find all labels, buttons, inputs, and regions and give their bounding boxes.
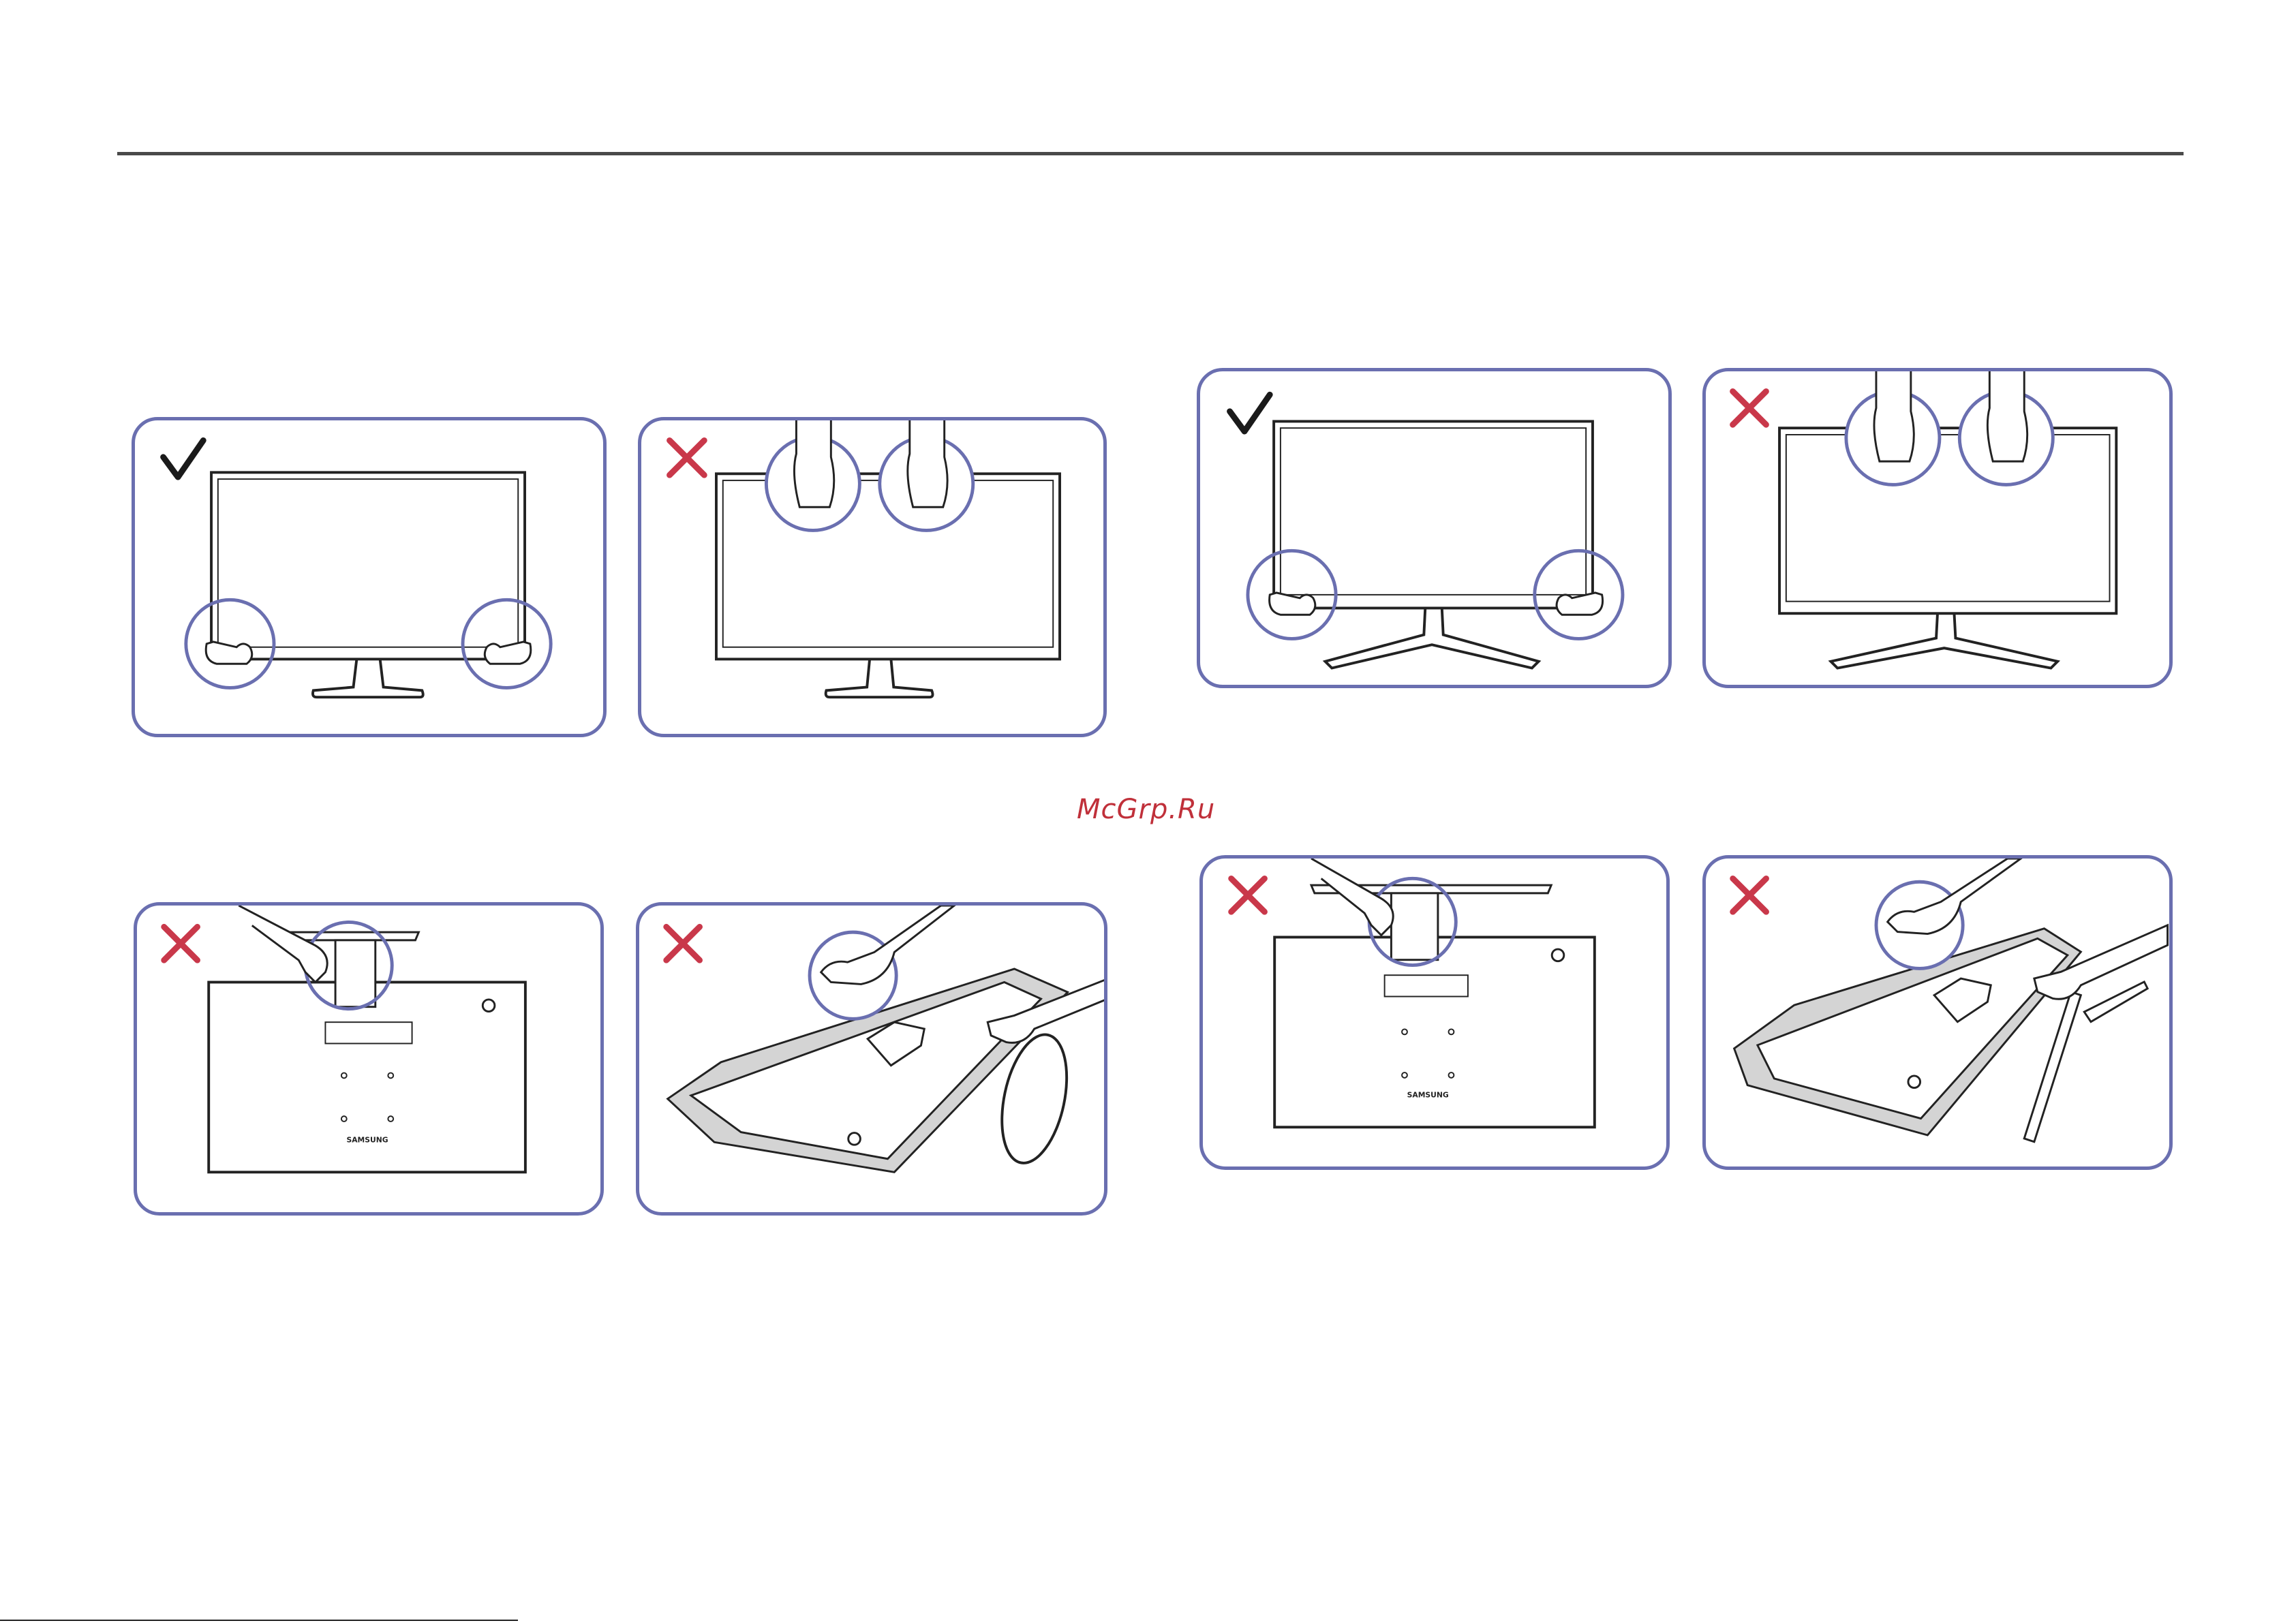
panel-wrong-neck-hold: SAMSUNG: [134, 902, 604, 1216]
check-icon: [164, 440, 204, 477]
highlight-circle: [463, 600, 551, 687]
panel-wrong-legs-hold: [1702, 855, 2173, 1170]
hand-icon: [1270, 593, 1315, 615]
hand-icon: [485, 642, 531, 664]
stand-leg: [2084, 982, 2147, 1022]
stand-neck: [335, 940, 376, 1007]
watermark-text: McGrp.Ru: [1077, 794, 1227, 825]
hand-icon: [1557, 593, 1603, 615]
panel-correct-front-hold-2: [1197, 368, 1672, 688]
panel-wrong-neck-hold-2: SAMSUNG: [1199, 855, 1670, 1170]
cross-icon: [1733, 391, 1766, 424]
check-icon: [1230, 395, 1270, 431]
hand-icon: [239, 906, 327, 983]
hand-icon: [1874, 371, 1914, 461]
hand-icon: [1311, 859, 1393, 936]
monitor-stand: [826, 659, 933, 697]
stand-base: [286, 932, 419, 940]
stand-neck: [1391, 893, 1437, 960]
monitor-stand: [313, 659, 423, 697]
hand-icon: [206, 642, 252, 664]
panel-correct-front-hold: [132, 417, 607, 737]
panel-wrong-top-hold-2: [1702, 368, 2173, 688]
cross-icon: [164, 927, 198, 960]
monitor-screen: [211, 472, 525, 659]
brand-label: SAMSUNG: [1407, 1090, 1449, 1099]
hand-icon: [908, 420, 947, 507]
monitor-screen: [1274, 421, 1593, 608]
monitor-screen: [1779, 428, 2116, 613]
cross-icon: [667, 927, 700, 960]
cross-icon: [1231, 878, 1265, 912]
cross-icon: [1733, 878, 1766, 912]
hand-icon: [1987, 371, 2027, 461]
header-rule: [117, 152, 2184, 155]
hand-icon: [794, 420, 833, 507]
footer-rule: [0, 1620, 518, 1621]
highlight-circle: [186, 600, 274, 687]
brand-label: SAMSUNG: [347, 1135, 388, 1144]
panel-wrong-base-hold: [636, 902, 1107, 1216]
monitor-stand: [1831, 613, 2057, 668]
monitor-stand: [1325, 608, 1538, 668]
cross-icon: [669, 440, 704, 475]
panel-wrong-top-hold: [638, 417, 1107, 737]
stand-leg: [2024, 992, 2081, 1142]
